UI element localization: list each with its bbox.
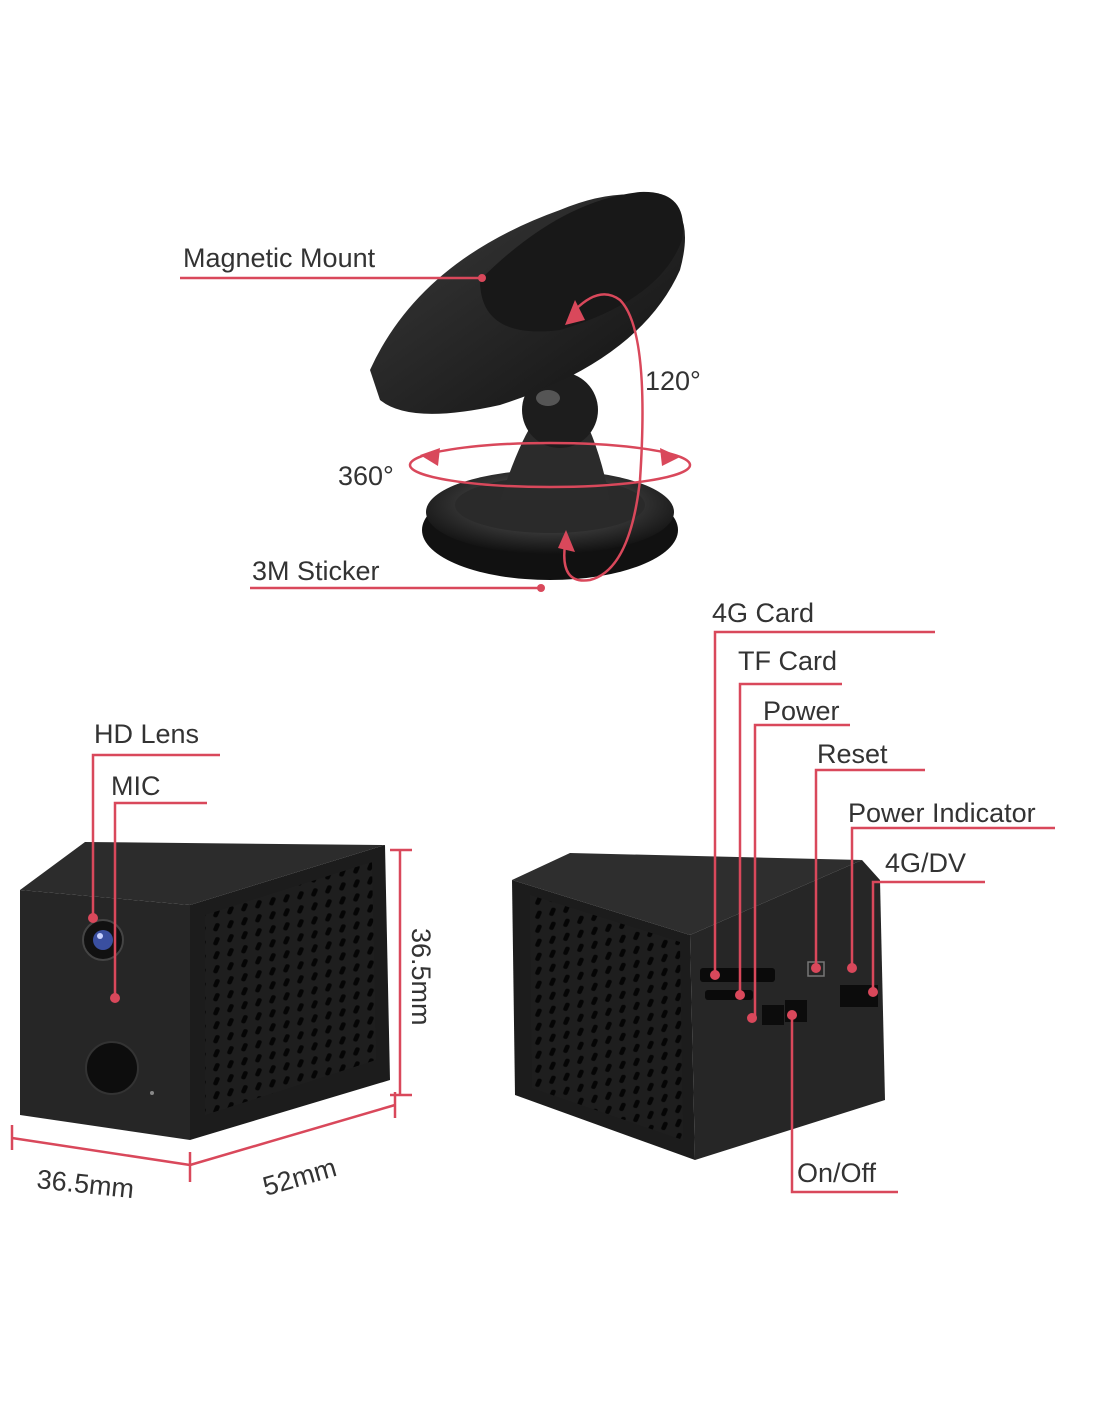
reset-label: Reset bbox=[817, 739, 888, 769]
width-dimension: 36.5mm bbox=[35, 1164, 135, 1204]
power-port bbox=[762, 1005, 784, 1025]
pir-sensor-icon bbox=[85, 1041, 139, 1095]
mic-label: MIC bbox=[111, 771, 161, 801]
rotation-arrows bbox=[408, 293, 692, 582]
hd-lens-label: HD Lens bbox=[94, 719, 199, 749]
power-indicator-label: Power Indicator bbox=[848, 798, 1036, 828]
camera-back-view bbox=[512, 853, 885, 1160]
depth-dimension: 52mm bbox=[259, 1152, 339, 1202]
tilt-angle-label: 120° bbox=[645, 366, 701, 396]
tf-card-slot bbox=[705, 990, 753, 1000]
power-label: Power bbox=[763, 696, 840, 726]
sticker-label: 3M Sticker bbox=[252, 556, 380, 586]
tf-card-label: TF Card bbox=[738, 646, 837, 676]
4g-dv-label: 4G/DV bbox=[885, 848, 966, 878]
on-off-switch bbox=[785, 1000, 807, 1022]
camera-front-view bbox=[20, 842, 390, 1140]
4g-card-label: 4G Card bbox=[712, 598, 814, 628]
rotation-angle-label: 360° bbox=[338, 461, 394, 491]
magnetic-mount-illustration bbox=[370, 191, 685, 580]
dimension-lines bbox=[10, 848, 412, 1182]
magnetic-mount-label: Magnetic Mount bbox=[183, 243, 376, 273]
on-off-label: On/Off bbox=[797, 1158, 877, 1188]
height-dimension: 36.5mm bbox=[406, 928, 436, 1026]
